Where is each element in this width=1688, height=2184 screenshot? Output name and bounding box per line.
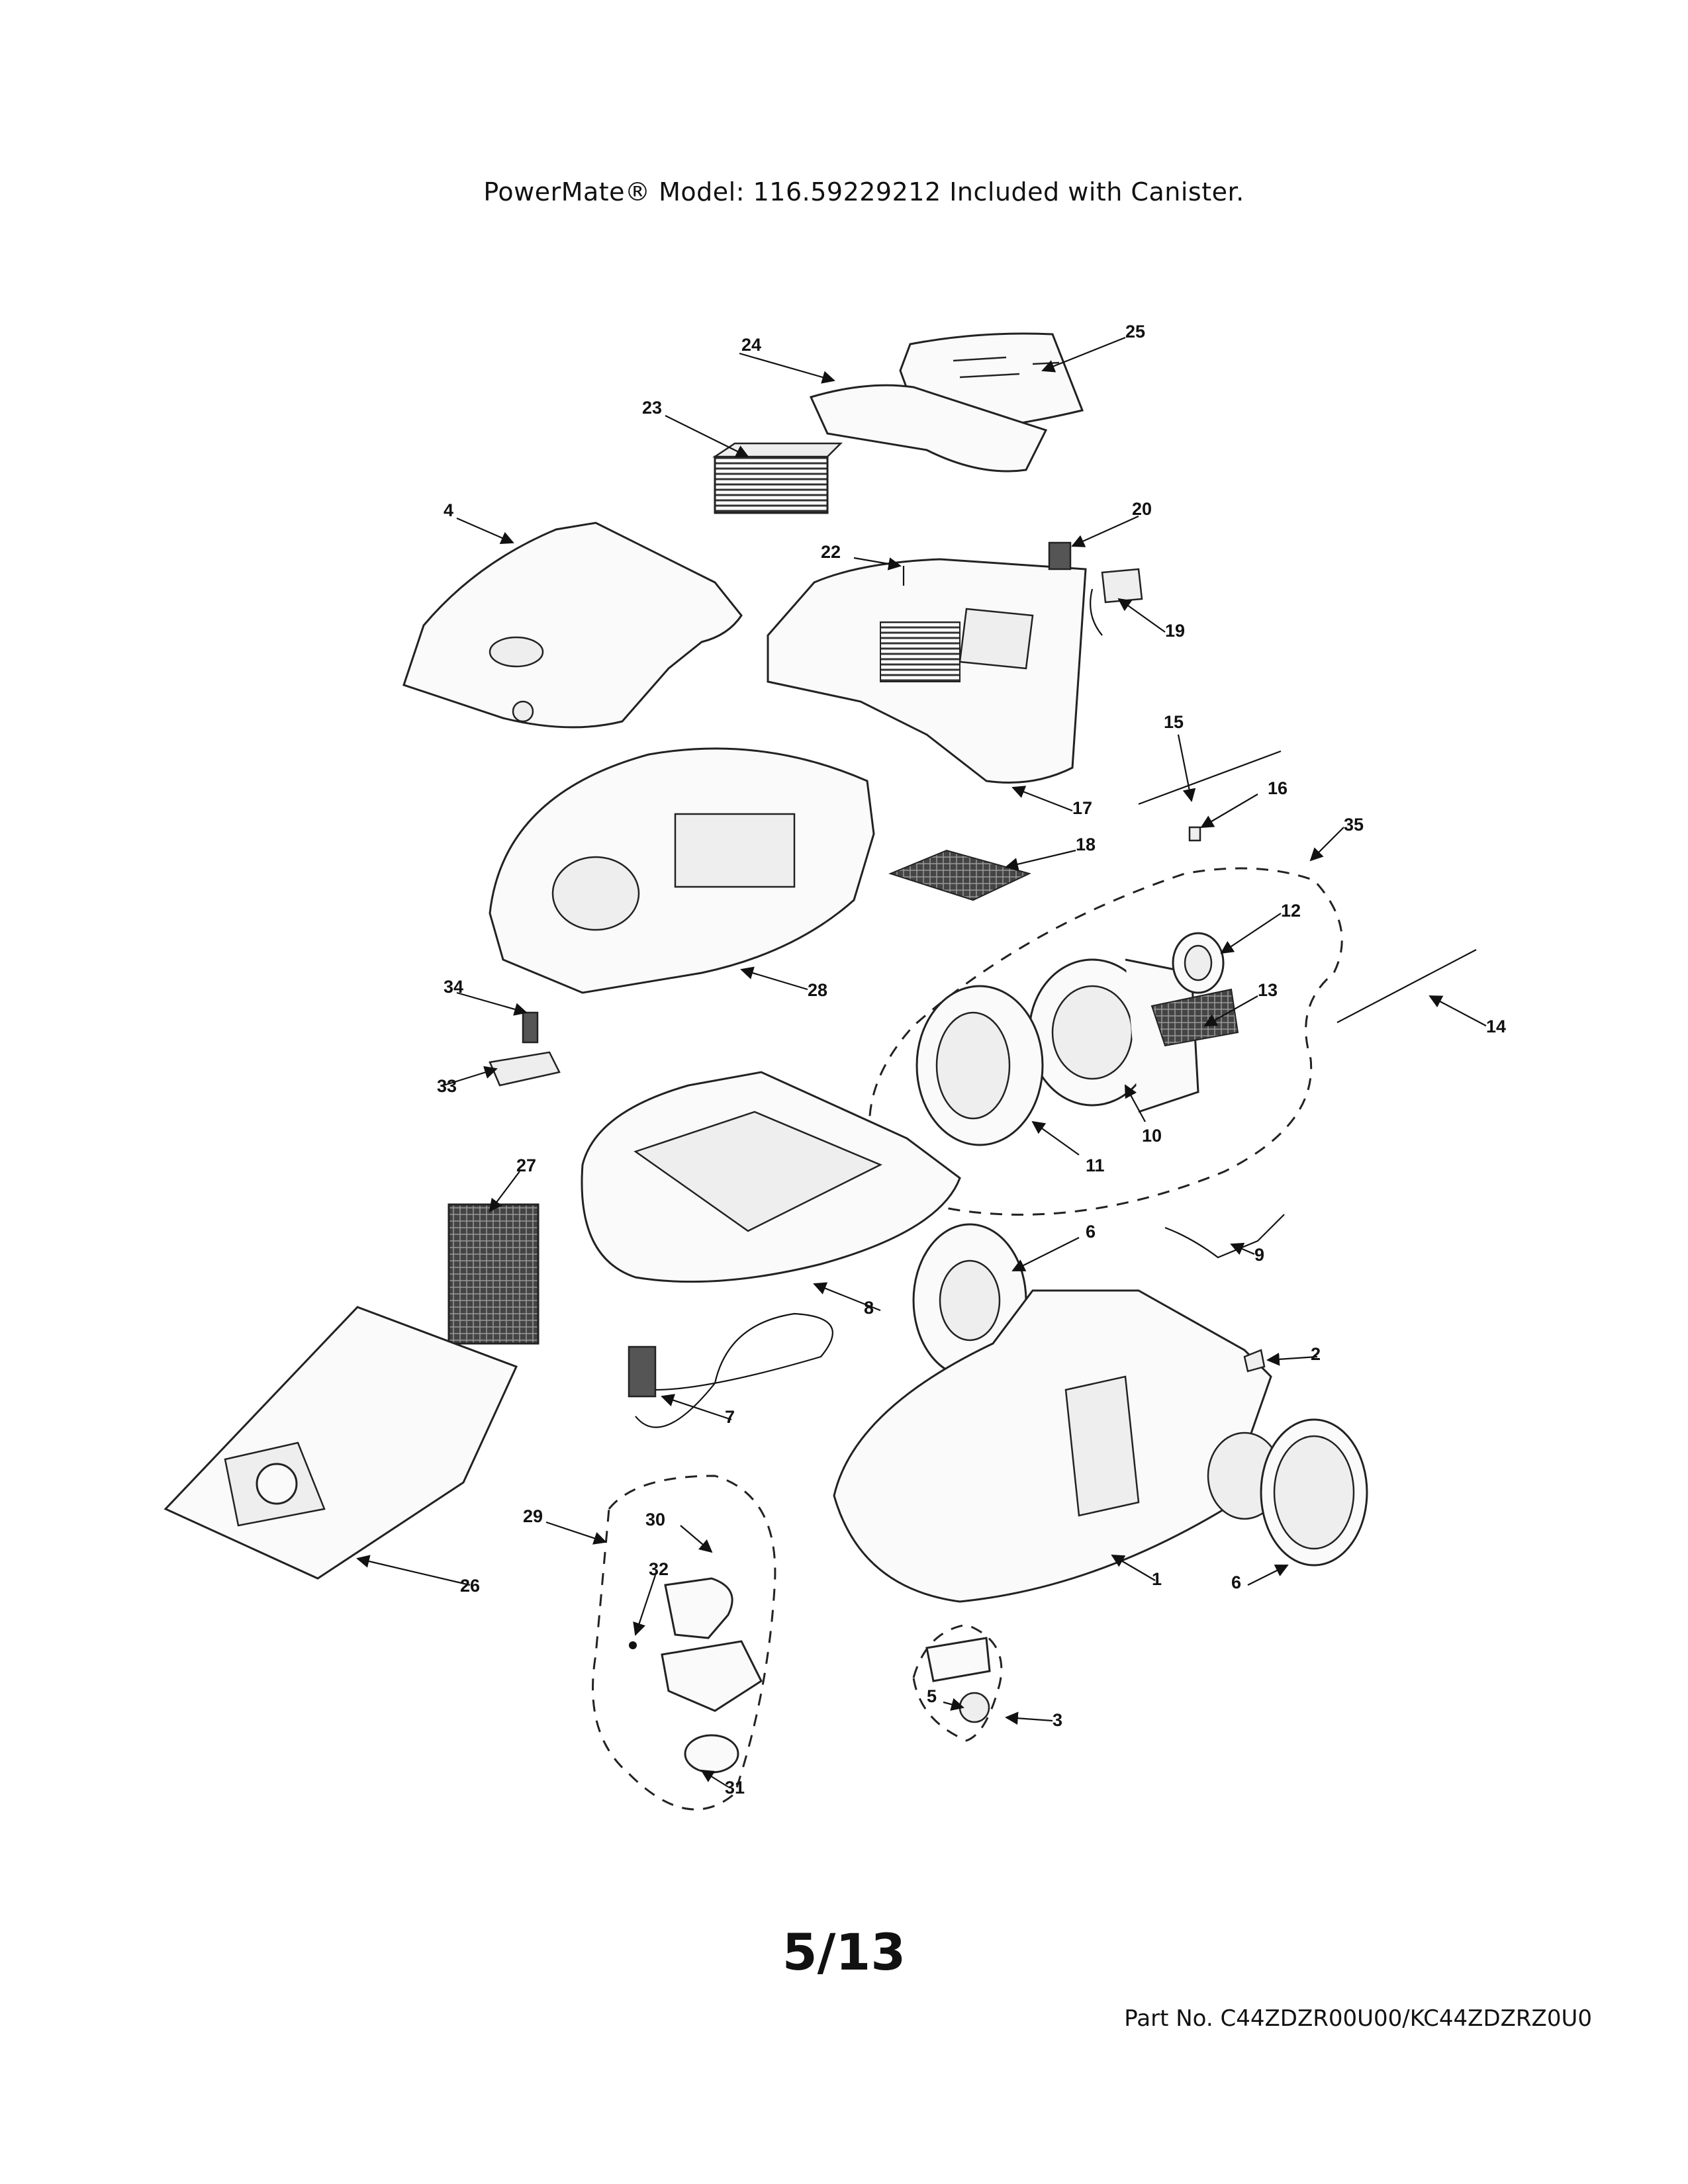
callout-32: 32 [649, 1559, 669, 1579]
part-10-motor [1028, 958, 1199, 1113]
part-4-bag-door [402, 522, 743, 729]
callout-8: 8 [864, 1298, 874, 1318]
callout-18: 18 [1076, 835, 1096, 854]
part-5-caster-wheel [959, 1692, 990, 1723]
part-29-swivel-base [661, 1640, 763, 1712]
callout-16: 16 [1268, 778, 1288, 798]
part-11-motor-sleeve [915, 985, 1044, 1146]
part-33-latch [489, 1051, 561, 1087]
part-35-motor-assembly-outline [868, 867, 1343, 1216]
callout-3: 3 [1053, 1710, 1062, 1730]
part-14-cable-tie [1336, 949, 1477, 1023]
callout-28: 28 [808, 980, 827, 1000]
page-title: PowerMate® Model: 116.59229212 Included … [483, 177, 1244, 206]
callout-20: 20 [1132, 499, 1152, 519]
part-number: Part No. C44ZDZR00U00/KC44ZDZRZ0U0 [1124, 2005, 1592, 2032]
callout-5: 5 [927, 1686, 937, 1706]
callout-23: 23 [642, 398, 662, 418]
part-34-spring [522, 1011, 539, 1044]
callout-leaders [356, 336, 1487, 1788]
part-7-power-cord [628, 1312, 833, 1428]
part-20-spring [1048, 541, 1072, 570]
callout-15: 15 [1164, 712, 1184, 732]
callout-6-upper: 6 [1086, 1222, 1096, 1242]
callout-17: 17 [1072, 798, 1092, 818]
part-12-motor-ring [1172, 932, 1225, 994]
callout-11: 11 [1086, 1156, 1105, 1175]
callout-9: 9 [1254, 1245, 1264, 1265]
part-26-dust-bag [164, 1306, 518, 1580]
callout-13: 13 [1258, 980, 1278, 1000]
part-16-nut [1188, 826, 1201, 842]
part-9-wire [1164, 1214, 1285, 1259]
callout-6-lower: 6 [1231, 1572, 1241, 1592]
part-18-filter-pad [888, 849, 1031, 901]
callout-10: 10 [1142, 1126, 1162, 1146]
callout-4: 4 [444, 500, 453, 520]
part-2-clip [1243, 1349, 1266, 1373]
part-17-upper-housing [767, 558, 1087, 784]
callout-25: 25 [1125, 322, 1145, 341]
part-24-lid [809, 384, 1048, 473]
part-31-ring [684, 1734, 739, 1774]
page-number: 5/13 [782, 1923, 906, 1981]
part-19-switch [1090, 568, 1143, 636]
part-3-caster-housing [925, 1637, 991, 1682]
part-23-hepa-filter [712, 442, 843, 514]
callout-27: 27 [516, 1156, 536, 1175]
callout-12: 12 [1281, 901, 1301, 921]
callout-14: 14 [1486, 1017, 1506, 1036]
part-29-assembly-outline [592, 1475, 776, 1811]
part-28-bag-compartment [489, 747, 875, 994]
part-30-swivel [664, 1577, 733, 1639]
part-8-cover-frame [581, 1071, 961, 1283]
part-13-gasket [1150, 988, 1239, 1047]
part-32-pin [629, 1641, 637, 1649]
callout-35: 35 [1344, 815, 1364, 835]
part-15-cable-tie [1138, 750, 1282, 805]
part-6-wheel-right [1260, 1418, 1368, 1567]
callout-29: 29 [523, 1506, 543, 1526]
callout-30: 30 [645, 1510, 665, 1529]
callout-1: 1 [1152, 1569, 1162, 1589]
callout-33: 33 [437, 1076, 457, 1096]
part-1-canister-base [833, 1289, 1282, 1603]
callout-2: 2 [1311, 1344, 1321, 1364]
callout-19: 19 [1165, 621, 1185, 641]
callout-26: 26 [460, 1576, 480, 1596]
callout-24: 24 [741, 335, 761, 355]
callout-31: 31 [725, 1778, 745, 1797]
callout-22: 22 [821, 542, 841, 562]
callout-7: 7 [725, 1407, 735, 1427]
callout-34: 34 [444, 977, 463, 997]
part-3-caster-outline [912, 1623, 1003, 1742]
part-27-exhaust-filter [447, 1203, 539, 1345]
